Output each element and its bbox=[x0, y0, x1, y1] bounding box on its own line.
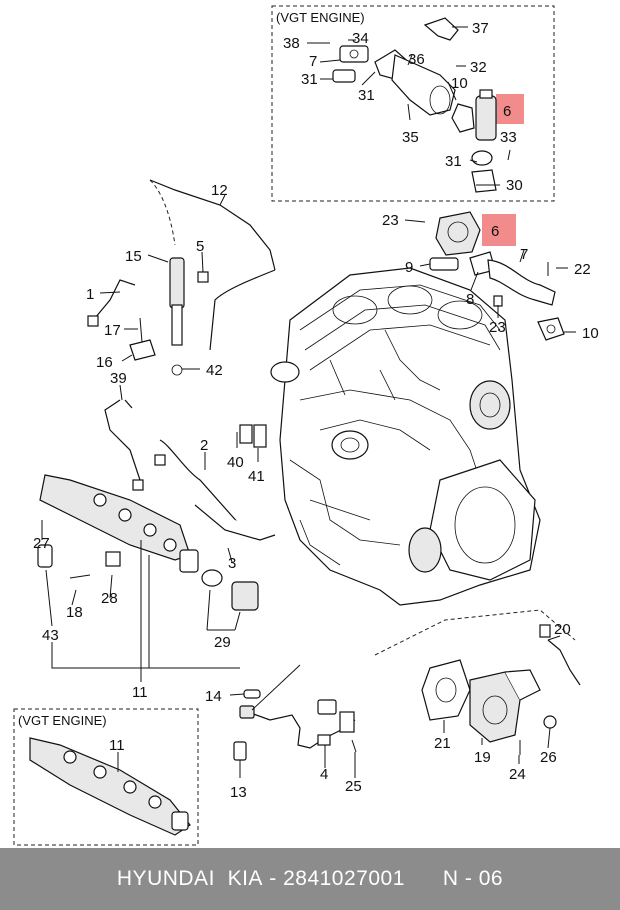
label-21: 21 bbox=[434, 735, 451, 752]
label-4: 4 bbox=[320, 766, 328, 783]
label-32: 32 bbox=[470, 59, 487, 76]
engine-block bbox=[270, 267, 541, 606]
thermostat-parts bbox=[374, 609, 581, 755]
highlight-6-top bbox=[496, 94, 524, 124]
label-37: 37 bbox=[472, 20, 489, 37]
label-11a: 11 bbox=[132, 684, 148, 701]
label-6a: 6 bbox=[503, 103, 511, 120]
label-31c: 31 bbox=[445, 153, 462, 170]
vgt-bottom-title: (VGT ENGINE) bbox=[18, 713, 107, 728]
common-rail bbox=[37, 424, 267, 611]
label-23b: 23 bbox=[489, 319, 506, 336]
label-30: 30 bbox=[506, 177, 523, 194]
label-31a: 31 bbox=[301, 71, 318, 88]
label-27: 27 bbox=[33, 535, 50, 552]
label-6b: 6 bbox=[491, 223, 499, 240]
footer-page: N - 06 bbox=[442, 867, 504, 890]
label-17: 17 bbox=[104, 322, 121, 339]
label-7b: 7 bbox=[520, 246, 528, 263]
footer-part-number: 2841027001 bbox=[283, 867, 405, 890]
label-35: 35 bbox=[402, 129, 419, 146]
vgt-top-box bbox=[271, 5, 555, 202]
parts-diagram: (VGT ENGINE) (VGT ENGINE) bbox=[13, 5, 599, 846]
label-33: 33 bbox=[500, 129, 517, 146]
label-28: 28 bbox=[101, 590, 118, 607]
label-8: 8 bbox=[466, 291, 474, 308]
label-3: 3 bbox=[228, 555, 236, 572]
label-38: 38 bbox=[283, 35, 300, 52]
label-10b: 10 bbox=[582, 325, 599, 342]
label-39: 39 bbox=[110, 370, 127, 387]
label-1: 1 bbox=[86, 286, 94, 303]
label-9: 9 bbox=[405, 259, 413, 276]
label-34: 34 bbox=[352, 30, 369, 47]
label-5: 5 bbox=[196, 238, 204, 255]
label-43: 43 bbox=[42, 627, 59, 644]
label-7a: 7 bbox=[309, 53, 317, 70]
egr-valve-parts bbox=[429, 211, 565, 341]
label-19: 19 bbox=[474, 749, 491, 766]
vgt-bottom-rail bbox=[29, 737, 191, 836]
label-36: 36 bbox=[408, 51, 425, 68]
label-14: 14 bbox=[205, 688, 222, 705]
label-24: 24 bbox=[509, 766, 526, 783]
footer-bar: HYUNDAI KIA - 2841027001 N - 06 bbox=[0, 848, 620, 910]
vgt-top-parts bbox=[332, 17, 511, 193]
label-13: 13 bbox=[230, 784, 247, 801]
leader-lines bbox=[41, 26, 576, 778]
vgt-top-title: (VGT ENGINE) bbox=[276, 10, 365, 25]
fuel-pipes bbox=[104, 399, 276, 541]
label-16: 16 bbox=[96, 354, 113, 371]
highlight-6-mid bbox=[482, 214, 516, 246]
label-41: 41 bbox=[248, 468, 265, 485]
label-26: 26 bbox=[540, 749, 557, 766]
label-20: 20 bbox=[554, 621, 571, 638]
label-2: 2 bbox=[200, 437, 208, 454]
label-25: 25 bbox=[345, 778, 362, 795]
footer-sep: - bbox=[262, 867, 284, 890]
label-23a: 23 bbox=[382, 212, 399, 229]
footer-gap bbox=[405, 867, 443, 891]
bottom-hose-parts bbox=[233, 689, 357, 761]
label-29: 29 bbox=[214, 634, 231, 651]
label-42: 42 bbox=[206, 362, 223, 379]
label-31b: 31 bbox=[358, 87, 375, 104]
label-11b: 11 bbox=[109, 737, 125, 754]
label-12: 12 bbox=[211, 182, 228, 199]
label-10a: 10 bbox=[451, 75, 468, 92]
label-22: 22 bbox=[574, 261, 591, 278]
label-40: 40 bbox=[227, 454, 244, 471]
injector-harness bbox=[87, 179, 276, 376]
footer-brand: HYUNDAI KIA bbox=[116, 867, 263, 890]
label-18: 18 bbox=[66, 604, 83, 621]
vgt-bottom-box bbox=[13, 708, 199, 846]
label-15: 15 bbox=[125, 248, 142, 265]
part-labels: 37 38 34 7 36 32 31 31 10 6 33 35 31 30 … bbox=[33, 20, 599, 801]
